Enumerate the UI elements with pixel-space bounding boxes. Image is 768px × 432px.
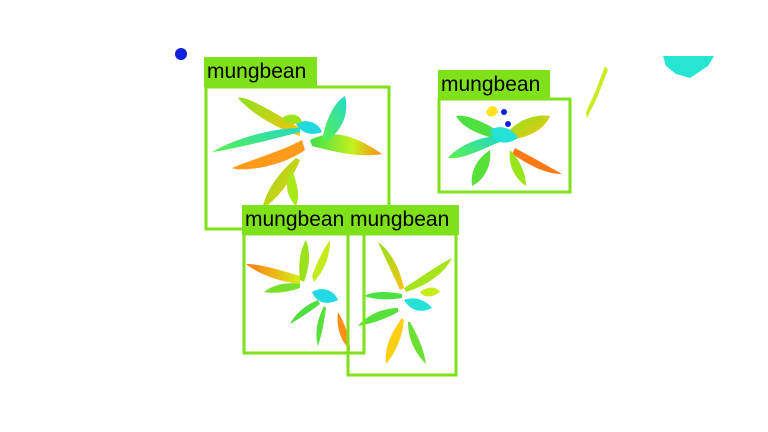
plant-2 <box>448 106 562 186</box>
detection-label: mungbean <box>438 70 550 100</box>
detection-label: mungbean <box>242 205 354 235</box>
plant-1 <box>212 96 382 210</box>
plant-4 <box>358 242 452 364</box>
detection-label: mungbean <box>204 57 317 87</box>
noise-specks <box>175 48 714 118</box>
detection-label: mungbean <box>347 205 459 235</box>
plant-3 <box>246 240 350 350</box>
